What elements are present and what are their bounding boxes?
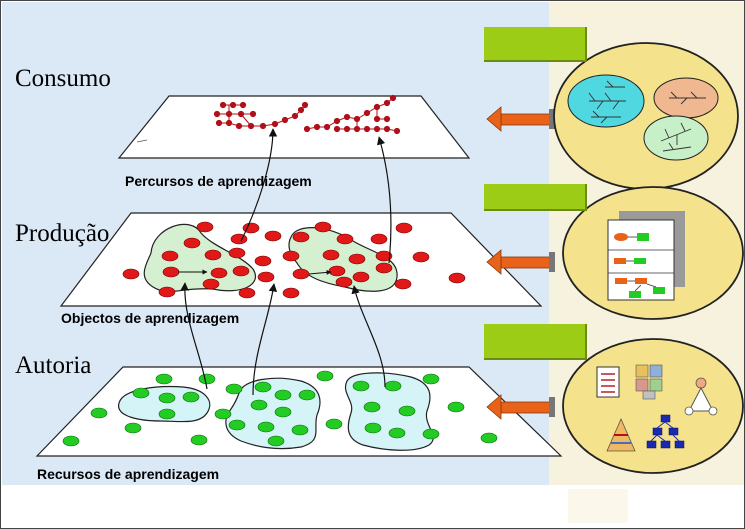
- decorative-tick: [136, 139, 148, 143]
- layer-title-consumo: Consumo: [15, 65, 111, 92]
- learning-resources: [62, 370, 498, 447]
- arrow-object-to-path-left: [240, 128, 278, 242]
- learning-path-left: [213, 101, 309, 130]
- arrow-resource-to-object-left: [180, 282, 208, 390]
- consumo-plane: [117, 94, 471, 159]
- autoria-arrow-stem: [500, 401, 554, 414]
- learning-objects: [122, 221, 466, 299]
- resource-types-icon: [596, 364, 718, 452]
- autoria-circle: [562, 338, 744, 474]
- layer-caption-consumo: Percursos de aprendizagem: [125, 173, 312, 189]
- learning-path-trees-icon: [567, 74, 719, 161]
- arrow-resource-to-object-middle: [252, 283, 278, 396]
- watermark-tile: [568, 489, 628, 523]
- layer-caption-autoria: Recursos de aprendizagem: [37, 466, 220, 482]
- consumo-arrow-stem: [500, 113, 554, 126]
- arrow-object-to-path-right: [377, 136, 392, 264]
- object-structure-icon: [607, 211, 685, 301]
- producao-tab: [484, 184, 587, 211]
- consumo-arrow-head: [486, 106, 502, 132]
- arrow-resource-to-object-right: [351, 285, 386, 388]
- producao-arrow-head: [486, 249, 502, 275]
- producao-side: [486, 186, 744, 320]
- consumo-side: [486, 42, 739, 190]
- autoria-side: [486, 338, 744, 474]
- consumo-tab: [484, 27, 587, 62]
- layer-caption-producao: Objectos de aprendizagem: [61, 310, 240, 326]
- flow-arrows: [180, 128, 392, 396]
- producao-arrow-stem: [500, 256, 554, 269]
- producao-plane: [59, 212, 543, 307]
- layer-title-autoria: Autoria: [15, 352, 92, 379]
- autoria-arrow-head: [486, 394, 502, 420]
- autoria-plane: [35, 366, 563, 457]
- learning-path-right: [303, 94, 401, 135]
- layer-title-producao: Produção: [15, 220, 110, 247]
- autoria-tab: [484, 324, 587, 360]
- object-connectors: [178, 269, 332, 275]
